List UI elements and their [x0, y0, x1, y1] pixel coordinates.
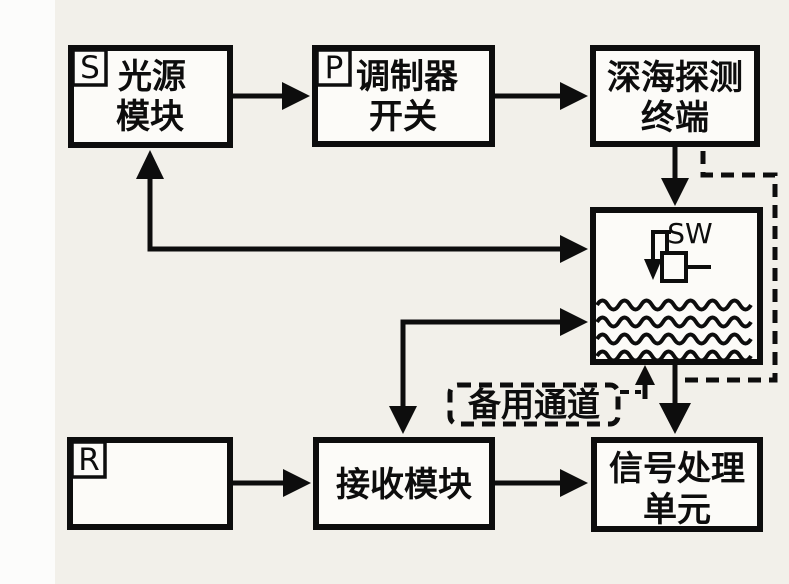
modulator-label-line1: 调制器 — [356, 58, 459, 96]
tag-s-label: S — [80, 50, 100, 86]
arrow-terminal-to-sea-channel — [661, 145, 689, 206]
arrow-backup-into-sea-channel — [635, 365, 655, 399]
backup-channel-label: 备用通道 — [468, 387, 600, 424]
dashed-backup-route — [682, 151, 778, 383]
light-source-label-line1: 光源 — [118, 58, 186, 96]
receive-module-label: 接收模块 — [336, 466, 472, 504]
tag-p-label: P — [325, 50, 344, 86]
tag-r-box — [70, 440, 107, 479]
link-polyline — [400, 319, 563, 409]
modulator-label-line2: 开关 — [369, 98, 437, 136]
link-sea-channel-receive-module — [389, 308, 588, 434]
arrow-receive-module-to-signal — [492, 469, 588, 497]
node-deep-sea-terminal: 深海探测 终端 — [590, 45, 760, 147]
link-sea-channel-light-source — [136, 150, 588, 263]
wave-line-1 — [595, 298, 753, 312]
signal-processing-label-line1: 信号处理 — [609, 450, 745, 488]
arrowhead-right-icon — [282, 82, 310, 110]
wave-line-4 — [595, 349, 753, 363]
sw-switch-icon: SW — [644, 217, 713, 283]
arrowhead-up-icon — [136, 150, 164, 179]
arrowhead-down-icon — [659, 403, 691, 434]
link-polyline — [147, 177, 563, 252]
arrowhead-down-icon — [661, 178, 689, 206]
arrow-sea-channel-to-signal — [659, 362, 691, 434]
sw-drop-arrowhead-icon — [644, 259, 662, 280]
light-source-label-line2: 模块 — [116, 98, 184, 136]
arrowhead-up-icon — [635, 365, 655, 385]
terminal-box — [590, 45, 760, 147]
tag-r-label: R — [78, 442, 100, 478]
arrowhead-right-icon — [283, 469, 311, 497]
node-signal-processing: 信号处理 单元 — [591, 437, 763, 532]
arrowhead-right-icon — [560, 82, 588, 110]
tag-s-box — [71, 48, 108, 87]
node-receiver-r: R — [67, 437, 233, 530]
signal-processing-label-line2: 单元 — [643, 491, 711, 529]
seawater-waves-icon — [595, 298, 753, 363]
page-margin — [0, 0, 55, 584]
node-light-source: S 光源 模块 — [68, 45, 233, 148]
tag-p-box — [315, 48, 352, 87]
wave-line-3 — [595, 332, 753, 346]
backup-channel-dashed-box — [447, 382, 621, 427]
arrowhead-right-icon — [560, 308, 588, 336]
arrow-source-to-modulator — [230, 82, 310, 110]
arrowhead-down-icon — [389, 406, 417, 434]
arrowhead-right-icon — [560, 235, 588, 263]
sw-label: SW — [667, 217, 712, 250]
backup-channel-callout: 备用通道 — [447, 382, 641, 427]
arrow-modulator-to-terminal — [492, 82, 588, 110]
terminal-label-line2: 终端 — [641, 99, 709, 137]
node-receive-module: 接收模块 — [313, 437, 495, 530]
arrow-receiver-to-receive-module — [230, 469, 311, 497]
signal-processing-box — [591, 437, 763, 532]
terminal-label-line1: 深海探测 — [607, 59, 743, 97]
wave-line-2 — [595, 315, 753, 329]
arrowhead-right-icon — [560, 469, 588, 497]
node-modulator-switch: P 调制器 开关 — [312, 45, 495, 147]
node-sea-channel: SW — [590, 207, 763, 365]
